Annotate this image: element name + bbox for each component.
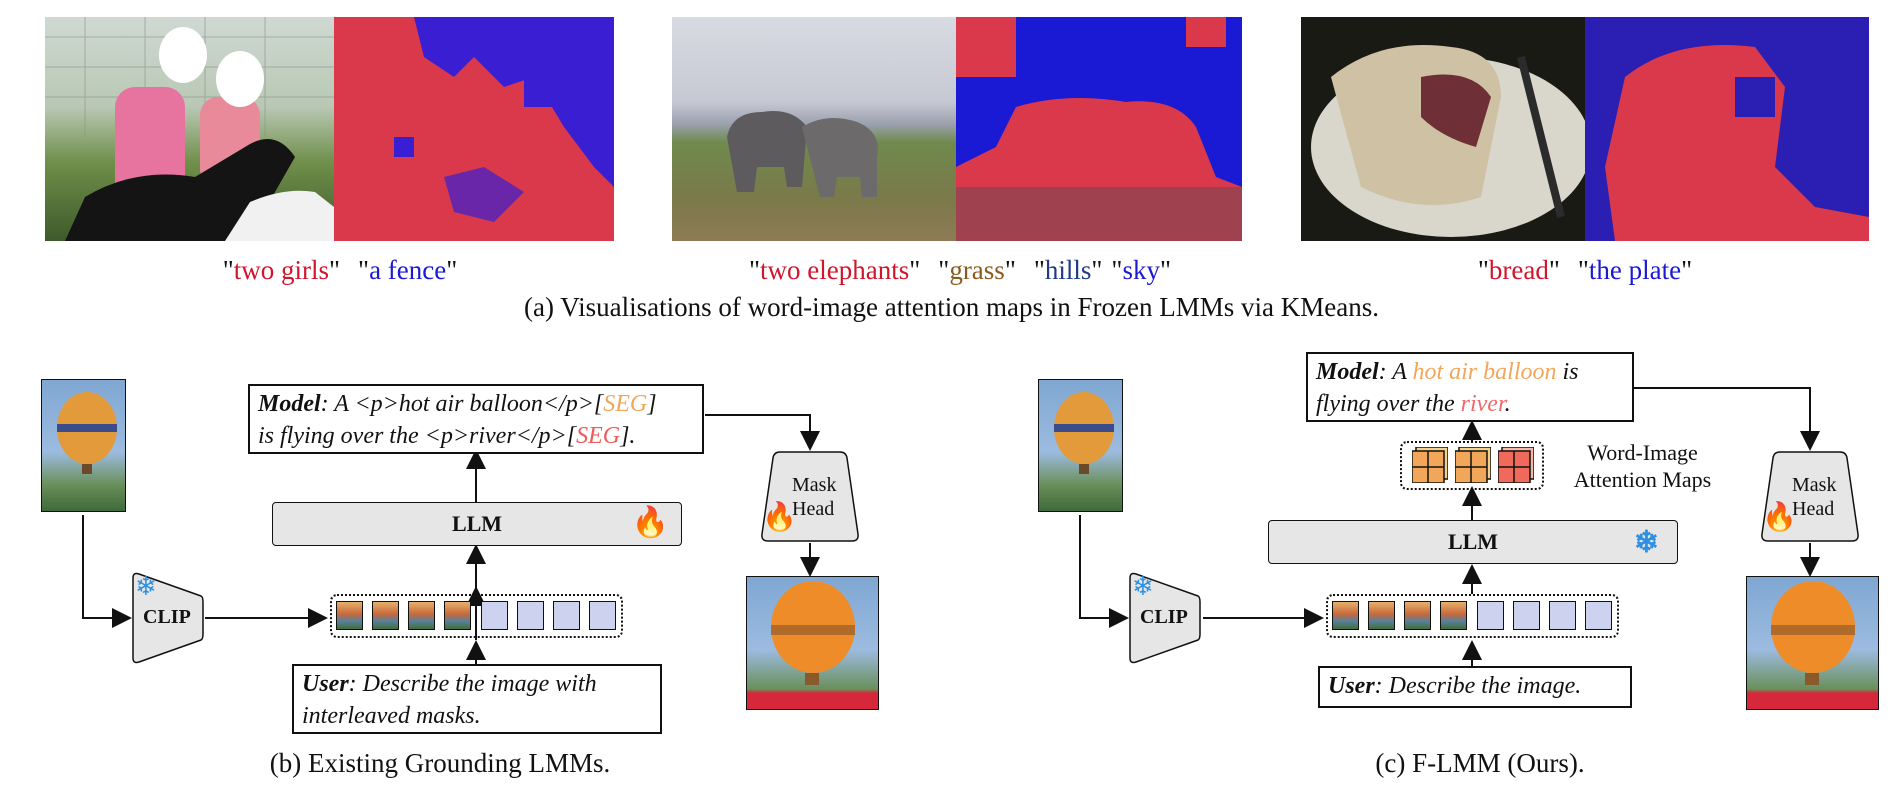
photo-girls-goat bbox=[45, 17, 334, 241]
words-girls: "two girls""a fence" bbox=[222, 255, 458, 285]
clip-label: CLIP bbox=[1140, 606, 1188, 628]
text-token bbox=[1585, 601, 1612, 630]
mask-head-label-1: Mask bbox=[792, 474, 837, 496]
llm-label: LLM bbox=[1447, 529, 1499, 554]
attention-map-elephants bbox=[956, 17, 1242, 241]
words-bread: "bread""the plate" bbox=[1477, 255, 1693, 285]
llm-block: LLM 🔥 bbox=[272, 502, 682, 546]
caption-c: (c) F-LMM (Ours). bbox=[1375, 748, 1585, 778]
snowflake-icon: ❄ bbox=[135, 572, 157, 601]
text-token bbox=[517, 601, 544, 630]
attention-map-cell bbox=[1497, 446, 1535, 484]
caption-b: (b) Existing Grounding LMMs. bbox=[269, 748, 611, 778]
user-prompt-note: User: Describe the image with interleave… bbox=[292, 664, 662, 734]
mask-head: 🔥 Mask Head bbox=[760, 450, 860, 543]
caption-a: (a) Visualisations of word-image attenti… bbox=[524, 292, 1379, 322]
image-token bbox=[408, 601, 435, 630]
flame-icon: 🔥 bbox=[762, 502, 797, 533]
image-token bbox=[444, 601, 471, 630]
snowflake-icon: ❄ bbox=[1132, 572, 1154, 601]
clip-encoder: ❄ CLIP bbox=[1128, 570, 1202, 666]
text-token bbox=[1477, 601, 1504, 630]
clip-encoder: ❄ CLIP bbox=[131, 570, 205, 666]
image-token bbox=[1440, 601, 1467, 630]
image-token bbox=[1368, 601, 1395, 630]
clip-label: CLIP bbox=[143, 606, 191, 628]
image-token bbox=[372, 601, 399, 630]
mask-head-label-1: Mask bbox=[1792, 474, 1837, 496]
attention-map-cell bbox=[1454, 446, 1492, 484]
photo-elephants bbox=[672, 17, 956, 241]
mask-head-label-2: Head bbox=[1792, 498, 1835, 520]
image-token bbox=[336, 601, 363, 630]
attention-map-cell bbox=[1411, 446, 1449, 484]
input-image-balloon bbox=[1038, 379, 1123, 512]
user-prompt-note: User: Describe the image. bbox=[1318, 666, 1632, 708]
attention-maps-group bbox=[1400, 441, 1544, 490]
photo-bread bbox=[1301, 17, 1585, 241]
attention-maps-label: Word-Image Attention Maps bbox=[1573, 440, 1712, 492]
text-token bbox=[1513, 601, 1540, 630]
image-token bbox=[1404, 601, 1431, 630]
flame-icon: 🔥 bbox=[1762, 502, 1797, 533]
text-token bbox=[1549, 601, 1576, 630]
llm-block: LLM ❄ bbox=[1268, 520, 1678, 564]
snowflake-icon: ❄ bbox=[1633, 526, 1659, 559]
attention-map-girls bbox=[334, 17, 614, 241]
output-mask-balloon bbox=[1746, 576, 1879, 710]
text-token bbox=[481, 601, 508, 630]
text-token bbox=[553, 601, 580, 630]
attention-map-bread bbox=[1585, 17, 1869, 241]
flame-icon: 🔥 bbox=[631, 506, 669, 539]
model-output-note: Model: A hot air balloon is flying over … bbox=[1306, 352, 1634, 422]
words-elephants: "two elephants""grass""hills""sky" bbox=[749, 255, 1171, 285]
mask-head: 🔥 Mask Head bbox=[1760, 450, 1860, 543]
mask-head-label-2: Head bbox=[792, 498, 835, 520]
token-sequence bbox=[1326, 594, 1619, 638]
model-output-note: Model: A <p>hot air balloon</p>[SEG] is … bbox=[248, 384, 704, 454]
output-mask-balloon bbox=[746, 576, 879, 710]
text-token bbox=[589, 601, 616, 630]
image-token bbox=[1332, 601, 1359, 630]
token-sequence bbox=[330, 594, 623, 638]
llm-label: LLM bbox=[451, 511, 503, 536]
input-image-balloon bbox=[41, 379, 126, 512]
